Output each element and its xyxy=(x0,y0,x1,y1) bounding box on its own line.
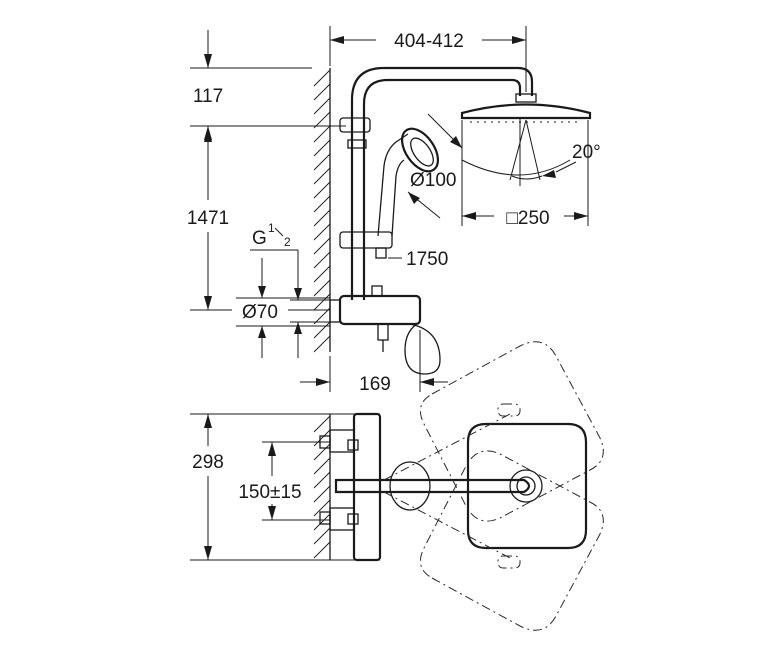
front-view: 404-412 117 1471 G 1 2 xyxy=(187,26,601,395)
thread-label: G xyxy=(252,228,267,249)
dim-head-size: □250 xyxy=(461,120,589,229)
total-depth-label: 298 xyxy=(192,452,224,473)
dim-spray-angle: 20° xyxy=(542,142,601,178)
swivel-arm xyxy=(334,461,531,511)
dim-diameter-70: Ø70 xyxy=(232,258,330,358)
swivel-range-dashed xyxy=(383,341,604,631)
thread-denominator: 2 xyxy=(284,235,291,249)
dim-top-offset: 117 xyxy=(190,30,346,140)
hand-shower-diameter-label: Ø100 xyxy=(410,170,456,191)
spray-angle-lines xyxy=(461,118,571,186)
dim-hand-shower: Ø100 xyxy=(407,113,463,219)
hose-length-label: 1750 xyxy=(406,249,448,270)
thermostat-mixer xyxy=(329,285,441,375)
diameter-70-label: Ø70 xyxy=(242,302,278,323)
mixer-depth-label: 169 xyxy=(359,374,391,395)
wall-hatch-front xyxy=(313,68,331,353)
dim-hose: 1750 xyxy=(388,249,448,270)
head-shower-top-view xyxy=(466,422,588,550)
shower-rail xyxy=(339,66,534,300)
spray-angle-label: 20° xyxy=(572,142,601,163)
dim-mixer-depth: 169 xyxy=(300,330,448,395)
thread-numerator: 1 xyxy=(268,221,275,235)
arm-length-label: 404-412 xyxy=(394,31,464,52)
head-size-label: □250 xyxy=(506,208,549,229)
connection-spacing-label: 150±15 xyxy=(238,482,301,503)
dim-connection-spacing: 150±15 xyxy=(238,441,330,521)
dim-rail-height: 1471 xyxy=(187,128,330,311)
hand-shower xyxy=(339,127,440,259)
head-shower xyxy=(460,93,592,123)
dim-thread: G 1 2 xyxy=(250,221,330,358)
top-view: 298 150±15 xyxy=(190,341,604,631)
top-offset-label: 117 xyxy=(193,86,223,107)
dim-total-depth: 298 xyxy=(190,413,380,561)
dim-arm-length: 404-412 xyxy=(329,26,527,92)
rail-height-label: 1471 xyxy=(187,208,229,229)
